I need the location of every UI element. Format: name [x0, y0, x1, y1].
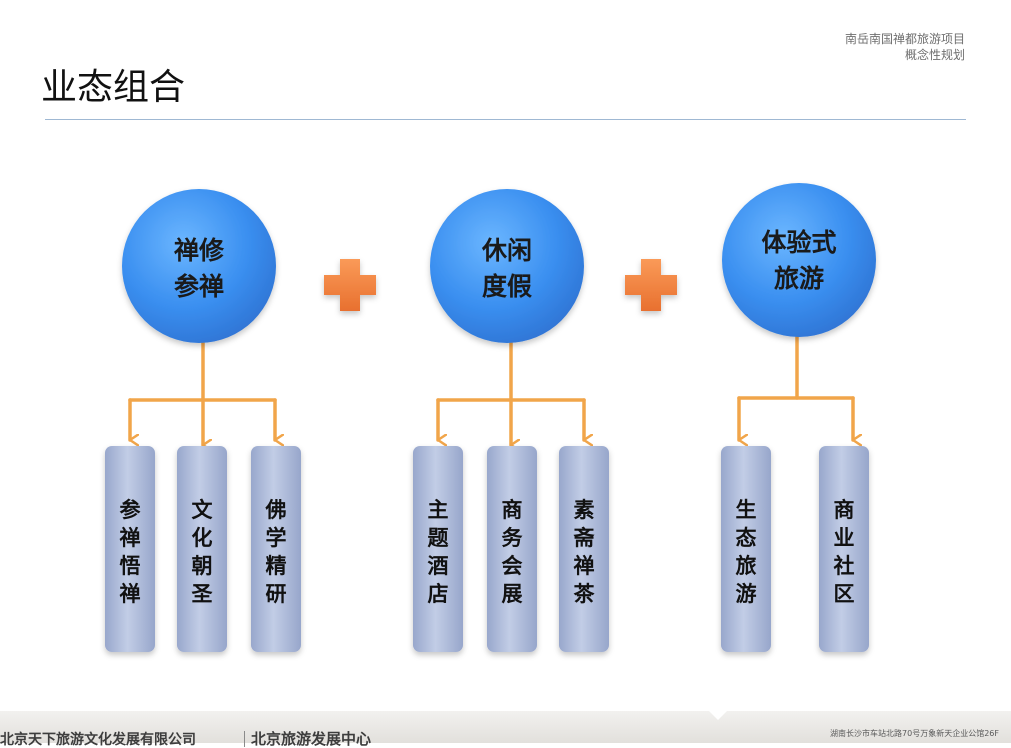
item-box-char: 研 [266, 582, 287, 606]
connectors [128, 331, 853, 445]
project-name: 南岳南国禅都旅游项目 [844, 32, 965, 46]
circle-label-line: 休闲 [481, 236, 532, 265]
circle-label-line: 参禅 [174, 272, 224, 301]
footer-brand: 北京旅游发展中心 [244, 731, 371, 747]
item-box-char: 化 [192, 526, 213, 550]
footer-address: 湖南长沙市车站北路70号万象新天企业公馆26F [830, 729, 999, 738]
item-box-char: 题 [428, 526, 450, 550]
project-info: 南岳南国禅都旅游项目 概念性规划 [845, 31, 965, 63]
item-box-char: 游 [736, 582, 757, 606]
item-box-char: 主 [428, 498, 449, 522]
item-box-label: 商务会展 [502, 498, 524, 606]
item-box-char: 精 [266, 554, 287, 578]
item-box: 素斋禅茶 [559, 446, 609, 652]
footer-notch [709, 711, 727, 720]
item-box-char: 茶 [574, 582, 596, 606]
item-box-char: 参 [120, 498, 141, 522]
item-box-char: 店 [428, 582, 449, 606]
item-box: 商务会展 [487, 446, 537, 652]
item-box-char: 禅 [119, 526, 141, 550]
item-box-char: 务 [502, 526, 524, 550]
item-box-char: 酒 [428, 554, 449, 578]
footer-company: 北京天下旅游文化发展有限公司 [0, 732, 196, 748]
item-box-char: 生 [736, 498, 757, 522]
item-box: 商业社区 [819, 446, 869, 652]
plus-icon [625, 259, 677, 311]
item-box-char: 朝 [192, 554, 213, 578]
footer-band [0, 711, 1011, 743]
page-title: 业态组合 [41, 67, 186, 108]
item-box-char: 业 [834, 526, 855, 550]
circle-leisure-vacation: 休闲 度假 [430, 189, 584, 343]
item-box-char: 文 [192, 498, 214, 522]
item-box-char: 态 [736, 526, 757, 550]
item-box-label: 参禅悟禅 [119, 498, 141, 606]
circle-experiential-tourism: 体验式 旅游 [722, 183, 876, 337]
item-box-char: 会 [502, 554, 523, 578]
item-box: 生态旅游 [721, 446, 771, 652]
circle-label-line: 旅游 [774, 264, 824, 293]
item-box-char: 禅 [119, 582, 141, 606]
circle-label-line: 禅修 [173, 236, 225, 265]
item-box-char: 圣 [192, 582, 214, 606]
item-box-char: 商 [834, 498, 855, 522]
item-box-label: 佛学精研 [265, 498, 287, 606]
item-box-char: 社 [833, 554, 855, 578]
item-box-label: 文化朝圣 [192, 498, 214, 606]
item-box-char: 商 [502, 498, 523, 522]
item-box-label: 商业社区 [833, 498, 855, 606]
circle-zen-cultivation: 禅修 参禅 [122, 189, 276, 343]
item-box-char: 斋 [573, 526, 596, 550]
plus-icon [324, 259, 376, 311]
item-box-label: 生态旅游 [736, 498, 757, 606]
item-box-label: 素斋禅茶 [573, 498, 596, 606]
item-box: 参禅悟禅 [105, 446, 155, 652]
item-box-char: 展 [502, 582, 523, 606]
item-boxes: 参禅悟禅 文化朝圣 佛学精研 主题酒店 商务会展 素斋禅茶 生态旅游 商业社区 [105, 446, 869, 652]
item-box-char: 素 [574, 498, 595, 522]
circle-label-line: 度假 [482, 272, 532, 301]
item-box-char: 学 [266, 526, 287, 550]
item-box-char: 悟 [120, 554, 141, 578]
item-box-label: 主题酒店 [428, 498, 450, 606]
title-divider [45, 119, 966, 120]
item-box-char: 区 [834, 582, 855, 606]
item-box: 文化朝圣 [177, 446, 227, 652]
item-box: 佛学精研 [251, 446, 301, 652]
circle-label-line: 体验式 [761, 228, 836, 257]
item-box-char: 佛 [265, 498, 287, 522]
item-box-char: 旅 [736, 554, 757, 578]
item-box: 主题酒店 [413, 446, 463, 652]
item-box-char: 禅 [573, 554, 595, 578]
project-phase: 概念性规划 [904, 48, 965, 62]
